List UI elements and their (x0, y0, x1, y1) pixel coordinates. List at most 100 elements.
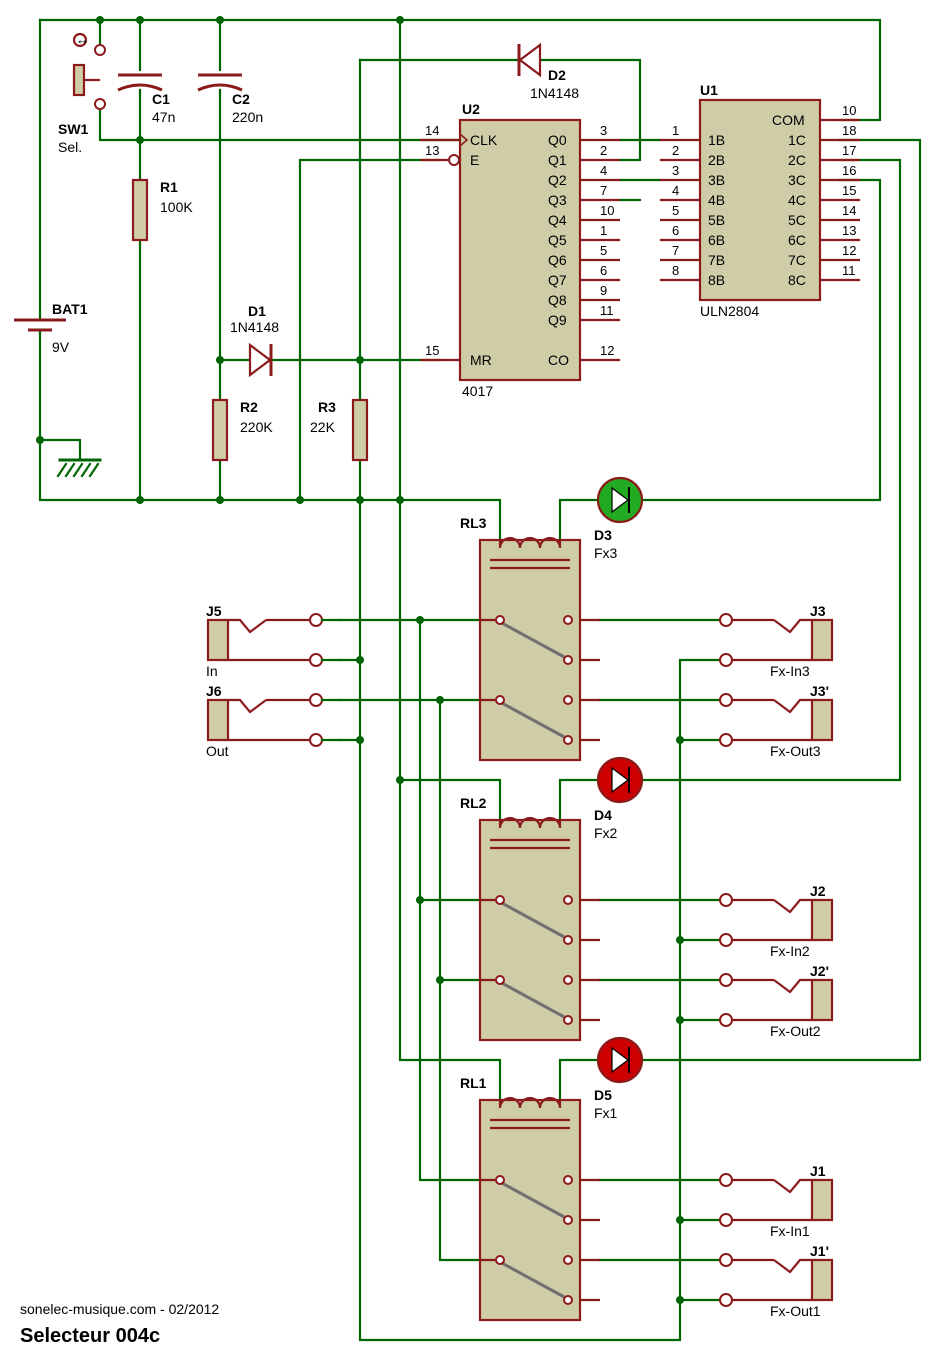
u1-pin-num: 6 (672, 223, 679, 238)
resistor-r3: R3 22K (310, 398, 369, 462)
u2-pin-name: Q5 (548, 232, 567, 248)
u2-pin-name: Q2 (548, 172, 567, 188)
ic-u2: U2 4017 14 CLK 13 E 15 MR 3Q02Q14Q27Q310… (420, 101, 620, 399)
d5-ref: D5 (594, 1087, 612, 1103)
u1-pin-num: 8 (672, 263, 679, 278)
j1-label: Fx-In1 (770, 1223, 810, 1239)
battery-bat1: BAT1 9V (14, 301, 88, 355)
u1-part: ULN2804 (700, 303, 759, 319)
jack-icon (206, 693, 342, 747)
j5-ref: J5 (206, 603, 222, 619)
u1-pin-name: 8B (708, 272, 725, 288)
u1-pin-num: 17 (842, 143, 856, 158)
bat1-value: 9V (52, 339, 70, 355)
u1-pin-name: 7C (788, 252, 806, 268)
j1-ref: J1 (810, 1163, 826, 1179)
u1-ref: U1 (700, 82, 718, 98)
u1-pin-num: 7 (672, 243, 679, 258)
u1-pin-num: 13 (842, 223, 856, 238)
resistor-r1: R1 100K (131, 178, 193, 242)
j2p-label: Fx-Out2 (770, 1023, 821, 1039)
j1p-label: Fx-Out1 (770, 1303, 821, 1319)
u1-pin-name: 8C (788, 272, 806, 288)
c2-value: 220n (232, 109, 263, 125)
jack-icon (719, 613, 834, 667)
u2-pin-name: CO (548, 352, 569, 368)
u2-pin-num: 3 (600, 123, 607, 138)
d1-ref: D1 (248, 303, 266, 319)
u2-pin-num: 10 (600, 203, 614, 218)
u2-pin-num: 2 (600, 143, 607, 158)
u1-pin-name: 4C (788, 192, 806, 208)
u2-ref: U2 (462, 101, 480, 117)
credit-text: sonelec-musique.com - 02/2012 (20, 1301, 219, 1317)
jack-icon (719, 973, 834, 1027)
relay-body (478, 536, 600, 762)
wires (38, 18, 922, 1342)
u2-pin-clk: CLK (470, 132, 498, 148)
u2-pin-name: Q1 (548, 152, 567, 168)
rl2-ref: RL2 (460, 795, 487, 811)
jack-icon (719, 1173, 834, 1227)
u2-pin-num: 9 (600, 283, 607, 298)
u2-pin-name: Q4 (548, 212, 567, 228)
d2-value: 1N4148 (530, 85, 579, 101)
led-d4: D4 Fx2 (594, 756, 644, 841)
u1-pin-num: 14 (842, 203, 856, 218)
u2-pin-13-num: 13 (425, 143, 439, 158)
u1-pin-name: 1B (708, 132, 725, 148)
u2-part: 4017 (462, 383, 493, 399)
d3-value: Fx3 (594, 545, 618, 561)
ground-icon (56, 458, 102, 478)
resistor-r2: R2 220K (211, 398, 273, 462)
bat1-ref: BAT1 (52, 301, 88, 317)
u1-pin-num: 11 (842, 263, 856, 278)
u2-pin-name: Q0 (548, 132, 567, 148)
u1-pin-name: 2C (788, 152, 806, 168)
sw1-value: Sel. (58, 139, 82, 155)
u1-pin-num: 12 (842, 243, 856, 258)
u1-pin-name: 6B (708, 232, 725, 248)
led-d5: D5 Fx1 (594, 1036, 644, 1121)
u1-pin-name: 3B (708, 172, 725, 188)
j6-label: Out (206, 743, 229, 759)
j1p-ref: J1' (810, 1243, 829, 1259)
rl3-ref: RL3 (460, 515, 487, 531)
r3-value: 22K (310, 419, 336, 435)
capacitor-c2: C2 220n (197, 73, 263, 125)
d3-ref: D3 (594, 527, 612, 543)
switch-action-glyph: ↔ (76, 32, 89, 47)
c1-ref: C1 (152, 91, 170, 107)
u2-pin-num: 12 (600, 343, 614, 358)
u2-pin-14-num: 14 (425, 123, 439, 138)
u1-pin-name: 4B (708, 192, 725, 208)
c1-value: 47n (152, 109, 175, 125)
rl1-ref: RL1 (460, 1075, 487, 1091)
jack-icon (719, 693, 834, 747)
u1-pin-name: 2B (708, 152, 725, 168)
u1-pin-name: 7B (708, 252, 725, 268)
jack-icon (719, 893, 834, 947)
relay-body (478, 816, 600, 1042)
d2-ref: D2 (548, 67, 566, 83)
junctions (36, 16, 684, 1304)
u2-pin-num: 1 (600, 223, 607, 238)
u1-pin-num: 1 (672, 123, 679, 138)
capacitor-c1: C1 47n (117, 73, 175, 125)
r1-ref: R1 (160, 179, 178, 195)
j2p-ref: J2' (810, 963, 829, 979)
switch-sw1: ↔ SW1 Sel. (58, 32, 106, 155)
jack-icon (206, 613, 342, 667)
u1-pin-name: 1C (788, 132, 806, 148)
u1-pin-num: 5 (672, 203, 679, 218)
j2-ref: J2 (810, 883, 826, 899)
diode-d1: D1 1N4148 (230, 303, 279, 378)
r2-value: 220K (240, 419, 273, 435)
u1-pin-num: 15 (842, 183, 856, 198)
j3-label: Fx-In3 (770, 663, 810, 679)
u2-pin-name: Q3 (548, 192, 567, 208)
led-d3: D3 Fx3 (594, 476, 644, 561)
